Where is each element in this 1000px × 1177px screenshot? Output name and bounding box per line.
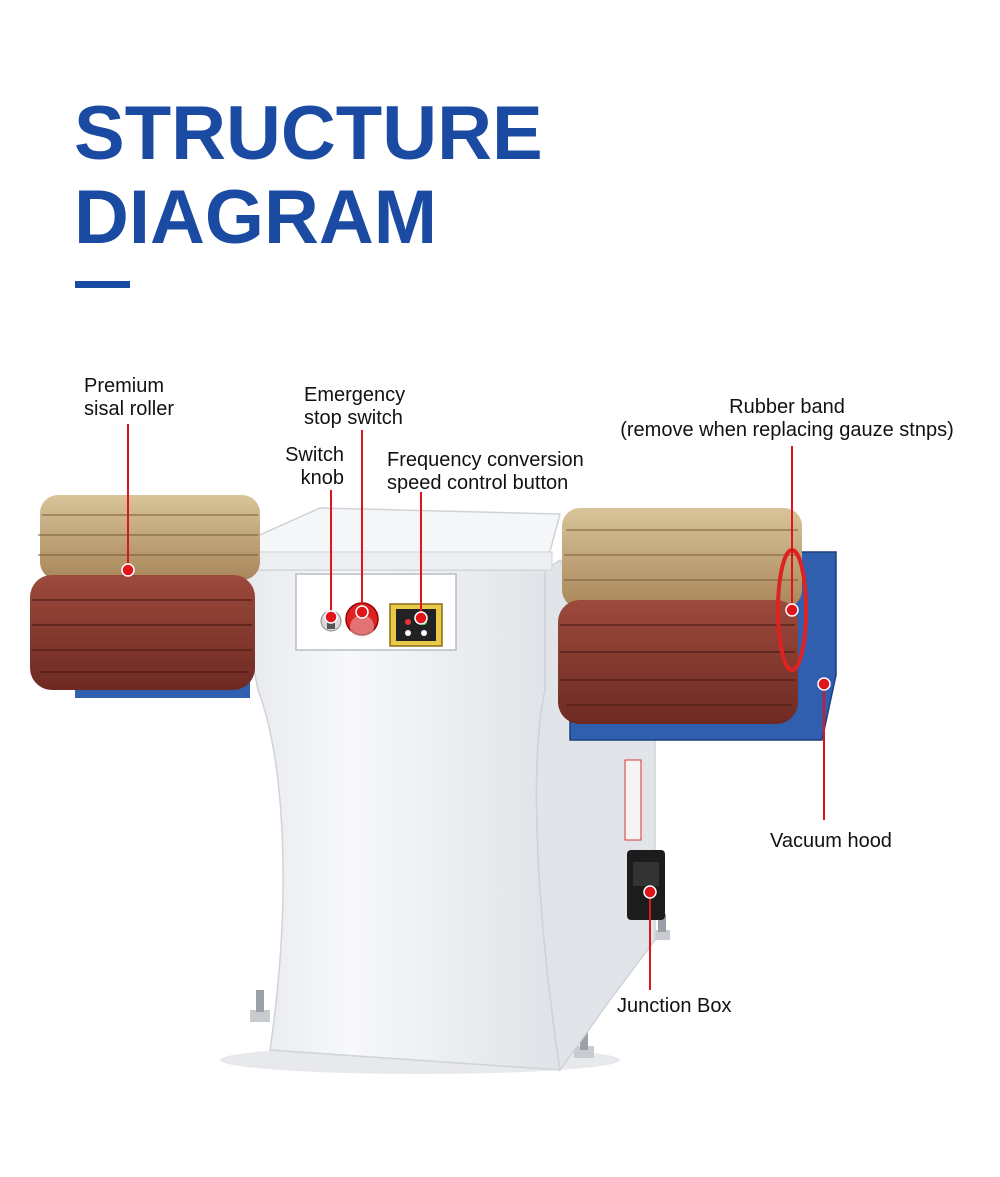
- title-line-1: STRUCTURE: [74, 91, 543, 176]
- label-rubber-band-line1: Rubber band: [729, 396, 845, 418]
- page-title: STRUCTURE DIAGRAM: [74, 92, 543, 260]
- callout-rubber-band: [785, 446, 799, 617]
- left-sisal-roller: [30, 495, 260, 698]
- label-switch-knob: Switch knob: [278, 444, 344, 490]
- title-underline: [75, 281, 130, 288]
- label-vacuum-hood: Vacuum hood: [770, 830, 892, 853]
- label-premium-sisal-roller: Premium sisal roller: [84, 375, 174, 421]
- label-premium-sisal-roller-line2: sisal roller: [84, 398, 175, 420]
- callout-premium-sisal-roller: [121, 424, 135, 577]
- frequency-control-panel: [389, 603, 443, 647]
- callout-frequency-conversion: [414, 492, 428, 625]
- label-switch-knob-line2: knob: [300, 467, 344, 489]
- label-emergency-stop-switch-line2: stop switch: [304, 407, 403, 429]
- callout-vacuum-hood: [817, 677, 831, 820]
- leveling-feet: [250, 914, 670, 1058]
- callout-switch-knob: [324, 490, 338, 624]
- label-junction-box-line1: Junction Box: [617, 995, 732, 1017]
- label-frequency-conversion-line2: speed control button: [387, 472, 569, 494]
- callout-junction-box: [643, 885, 657, 990]
- callout-emergency-stop-switch: [355, 430, 369, 619]
- label-vacuum-hood-line1: Vacuum hood: [770, 830, 892, 852]
- title-line-2: DIAGRAM: [74, 175, 438, 260]
- label-switch-knob-line1: Switch: [285, 444, 344, 466]
- label-emergency-stop-switch: Emergency stop switch: [304, 384, 405, 430]
- right-sisal-roller: [558, 508, 808, 724]
- label-frequency-conversion: Frequency conversion speed control butto…: [387, 449, 584, 495]
- label-rubber-band: Rubber band (remove when replacing gauze…: [596, 396, 978, 442]
- label-emergency-stop-switch-line1: Emergency: [304, 384, 406, 406]
- label-rubber-band-line2: (remove when replacing gauze stnps): [620, 419, 954, 441]
- label-frequency-conversion-line1: Frequency conversion: [387, 449, 584, 471]
- emergency-stop-button: [345, 602, 379, 639]
- label-premium-sisal-roller-line1: Premium: [84, 375, 165, 397]
- junction-box: [627, 850, 665, 920]
- label-junction-box: Junction Box: [617, 995, 732, 1018]
